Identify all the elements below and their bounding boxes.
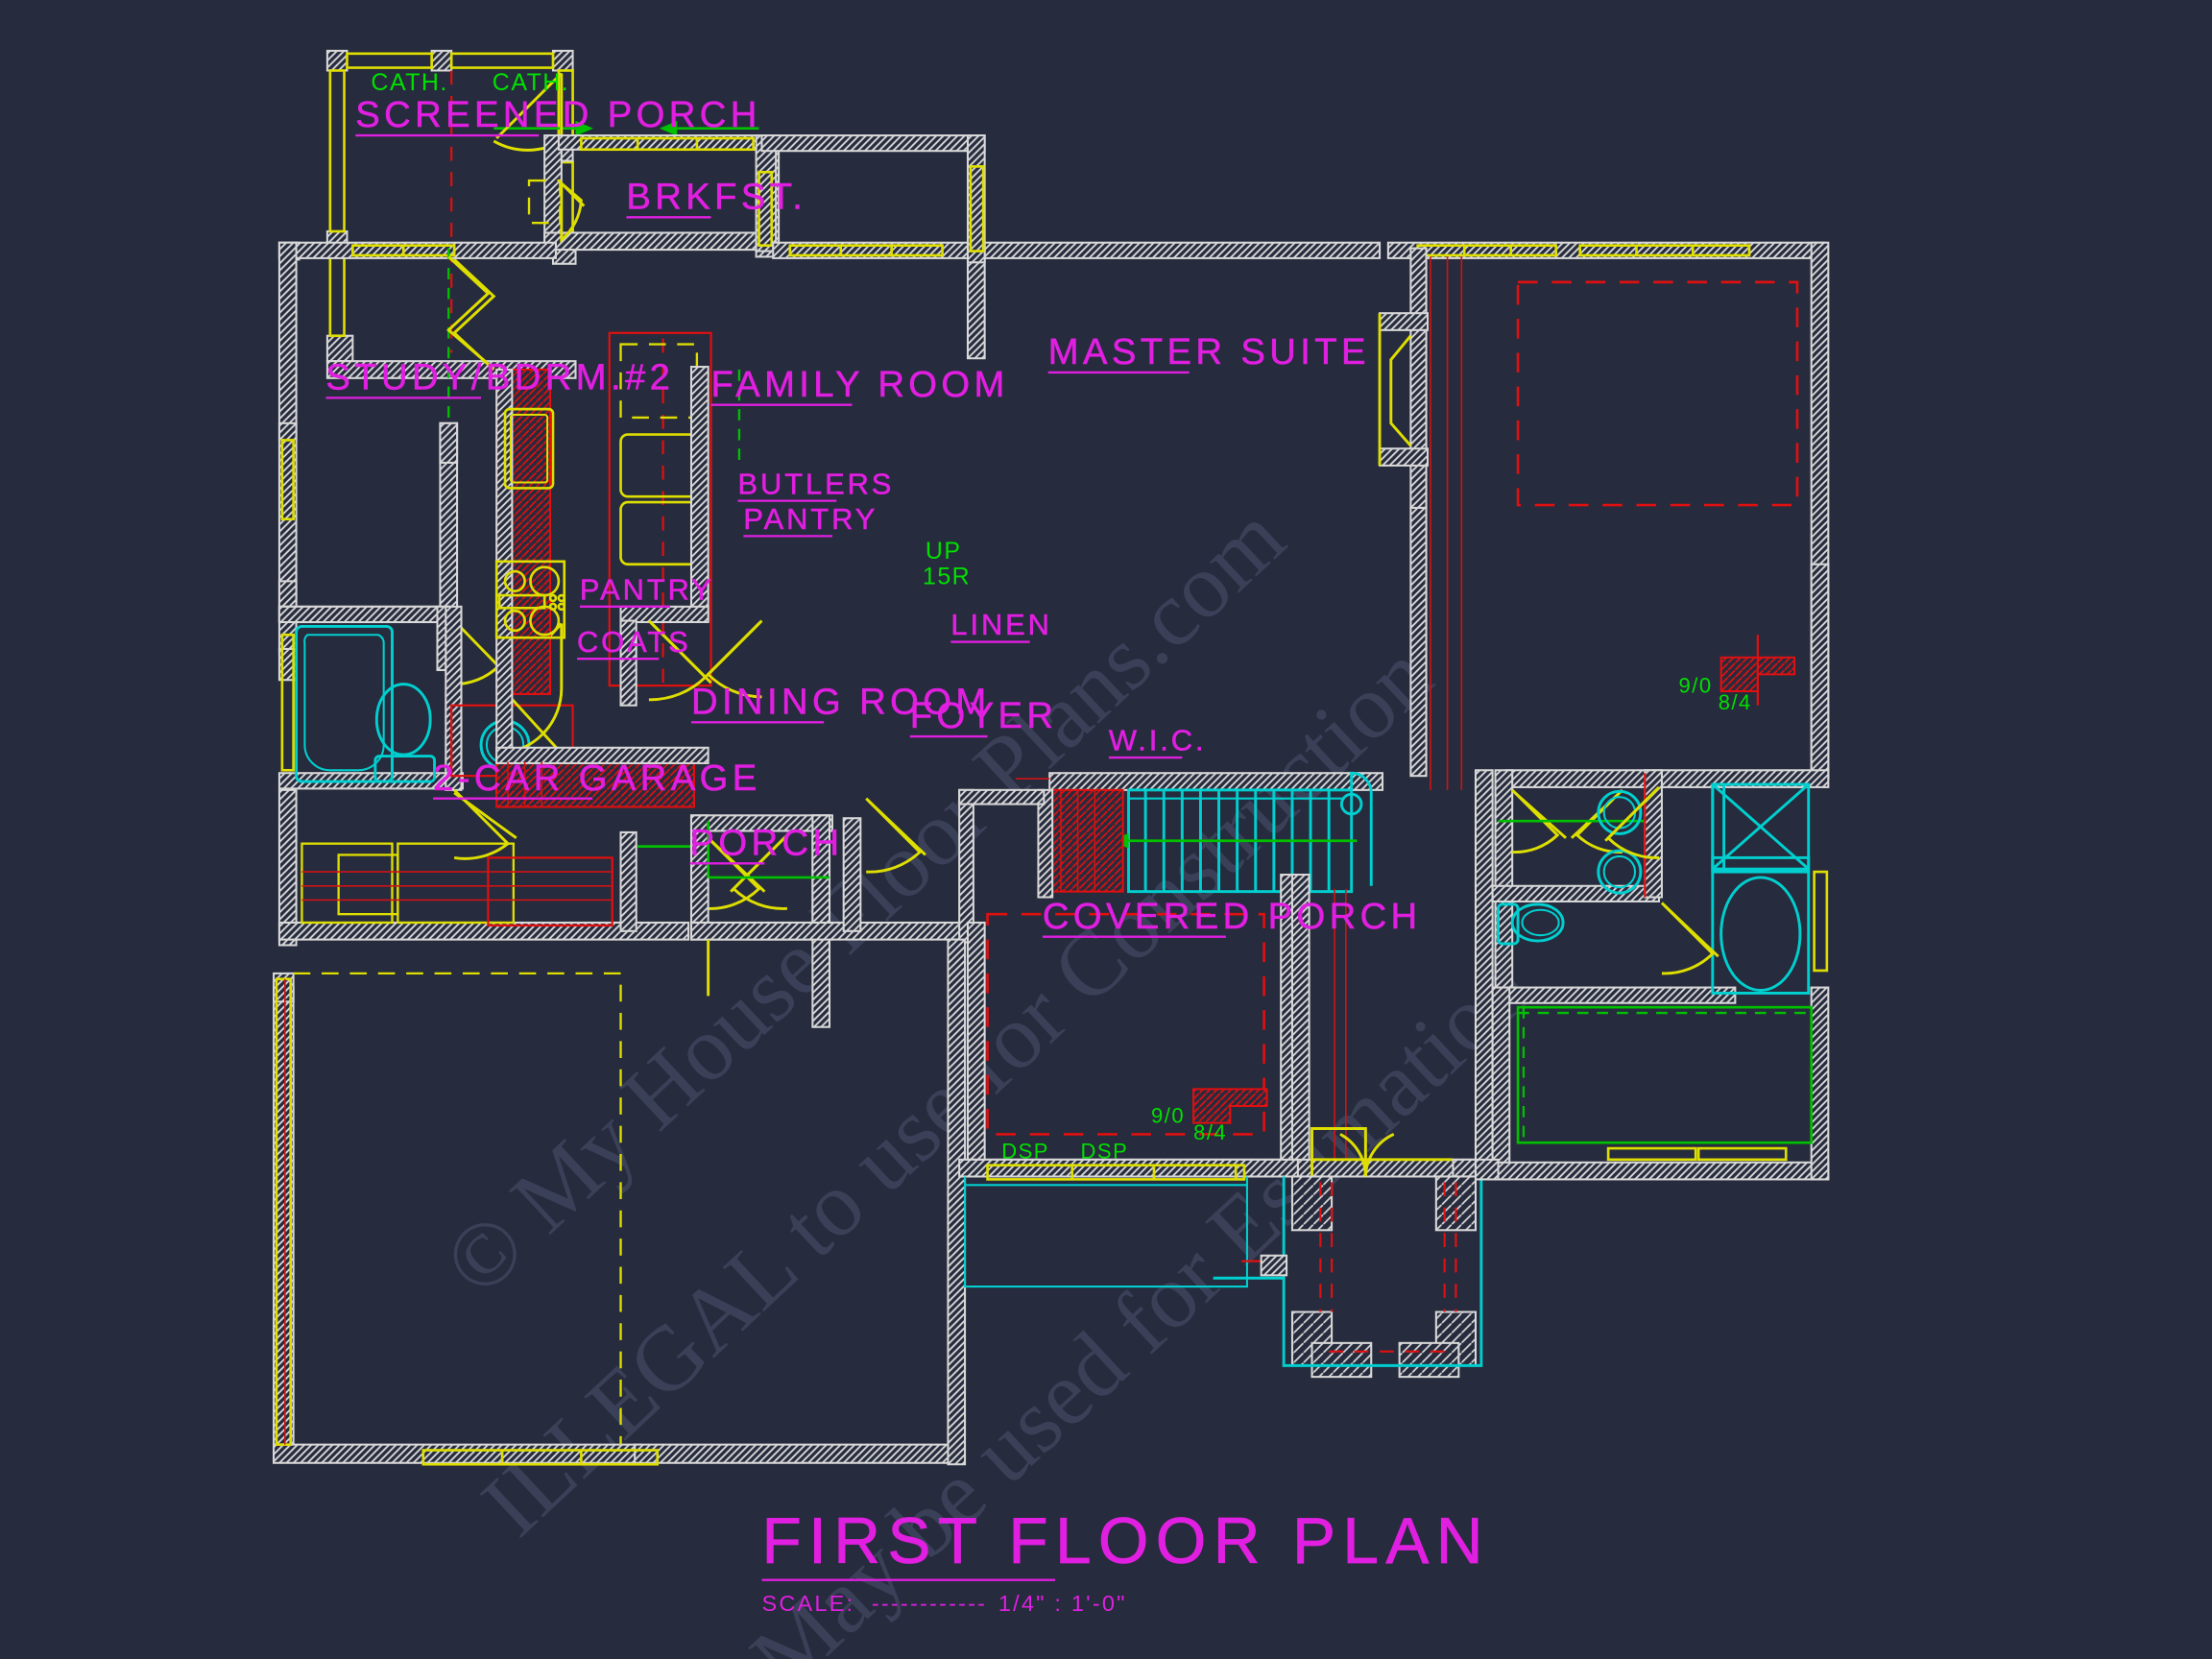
note-stair-risers: 15R — [923, 563, 971, 589]
title-block: FIRST FLOOR PLAN SCALE: ------------ 1/4… — [761, 1505, 1489, 1616]
room-label-text: STUDY/BDRM.#2 — [325, 357, 674, 398]
front-porch-structure — [958, 1158, 1299, 1288]
page-title: FIRST FLOOR PLAN — [761, 1505, 1489, 1577]
room-label-text: BUTLERS — [737, 467, 894, 500]
note-cath-right: CATH. — [493, 69, 569, 96]
room-label-garage: 2-CAR GARAGE — [433, 757, 761, 800]
room-label-text: COATS — [577, 625, 691, 659]
room-label-text: LINEN — [950, 608, 1052, 641]
room-label-butlers-pantry: BUTLERS PANTRY — [737, 467, 894, 538]
room-label-family-room: FAMILY ROOM — [710, 364, 1009, 406]
master-door-header — [1719, 635, 1796, 706]
note-dining-header-height: 8/4 — [1193, 1120, 1227, 1144]
room-label-text: 2-CAR GARAGE — [433, 757, 761, 799]
room-label-text: FAMILY ROOM — [711, 364, 1009, 405]
foyer-structure — [1290, 873, 1478, 1178]
misc-structure — [619, 366, 1500, 1181]
room-label-text: MASTER SUITE — [1048, 331, 1370, 373]
note-master-header-width: 9/0 — [1679, 673, 1713, 697]
note-cath-left: CATH. — [371, 69, 447, 96]
laundry-room — [277, 788, 788, 947]
room-label-text: COVERED PORCH — [1043, 896, 1422, 937]
breakfast-structure — [527, 134, 781, 258]
room-label-text: DINING ROOM — [691, 682, 991, 723]
note-downspout-2: DSP — [1081, 1139, 1129, 1163]
room-label-text: FOYER — [910, 695, 1058, 736]
room-label-porch: PORCH — [689, 822, 844, 865]
room-label-wic: W.I.C. — [1109, 723, 1207, 759]
room-label-text: SCREENED PORCH — [355, 94, 760, 135]
note-master-header-height: 8/4 — [1719, 690, 1752, 714]
room-label-foyer: FOYER — [909, 695, 1058, 738]
staircase — [1015, 771, 1384, 899]
dining-door-header — [1192, 1088, 1268, 1124]
note-downspout-1: DSP — [1001, 1139, 1049, 1163]
room-label-text: PANTRY — [743, 502, 878, 536]
room-label-covered-porch: COVERED PORCH — [1043, 896, 1422, 938]
note-dining-header-width: 9/0 — [1151, 1104, 1185, 1128]
powder-linen-wic — [1474, 769, 1830, 1181]
family-room-structure — [760, 134, 1463, 790]
room-label-text: BRKFST. — [626, 176, 806, 217]
room-label-coats: COATS — [577, 625, 691, 661]
room-label-pantry: PANTRY — [580, 572, 714, 609]
north-exterior-wall — [277, 241, 1827, 261]
covered-porch-structure — [1213, 1175, 1483, 1379]
pantry-coats — [689, 788, 974, 1028]
room-label-dining-room: DINING ROOM — [691, 681, 991, 724]
room-label-screened-porch: SCREENED PORCH — [355, 94, 760, 137]
room-label-brkfst: BRKFST. — [626, 176, 806, 219]
room-label-text: PORCH — [690, 822, 844, 863]
garage-structure — [273, 938, 967, 1466]
room-label-linen: LINEN — [950, 608, 1052, 643]
note-stair-up: UP — [926, 538, 962, 565]
room-label-text: PANTRY — [580, 572, 714, 606]
room-label-study-bdrm2: STUDY/BDRM.#2 — [325, 356, 674, 399]
room-label-master-suite: MASTER SUITE — [1047, 331, 1370, 374]
room-label-text: W.I.C. — [1109, 724, 1207, 757]
scale-label: SCALE: ------------ 1/4" : 1'-0" — [761, 1591, 1126, 1616]
cooktop-icon — [494, 560, 566, 639]
